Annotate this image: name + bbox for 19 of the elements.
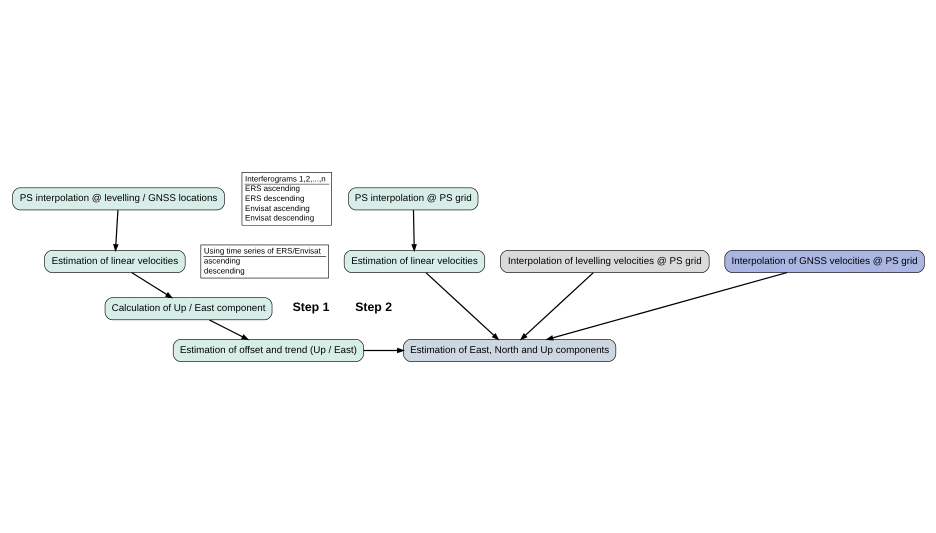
node-box: Calculation of Up / East component (104, 296, 272, 320)
arrow (425, 272, 499, 340)
arrow (544, 271, 787, 340)
label: Step 2 (354, 300, 392, 314)
node-box: PS interpolation @ levelling / GNSS locations (12, 187, 224, 210)
node-box: Estimation of offset and trend (Up / East) (172, 338, 364, 362)
arrow (363, 347, 405, 353)
node-box: Interpolation of GNSS velocities @ PS grid (724, 250, 924, 272)
node-box: Estimation of East, North and Up components (402, 338, 616, 362)
node-box: Estimation of linear velocities (343, 250, 485, 272)
node-box: PS interpolation @ PS grid (348, 187, 478, 210)
arrow (208, 318, 249, 340)
arrow (410, 210, 416, 252)
arrow (130, 272, 173, 298)
node-box: Interpolation of levelling velocities @ PS grid (500, 250, 709, 272)
label: Step 1 (292, 300, 329, 314)
arrow (519, 272, 594, 340)
arrow (112, 210, 118, 252)
node-box: Estimation of linear velocities (44, 250, 185, 272)
